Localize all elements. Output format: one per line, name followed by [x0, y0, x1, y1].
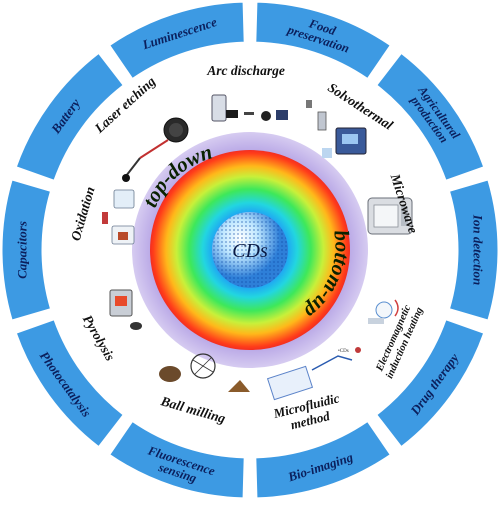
ball-milling-illustration: [159, 353, 250, 392]
application-segment: [376, 319, 485, 448]
solvothermal-illustration: [306, 100, 367, 158]
method-label: Pyrolysis: [80, 312, 118, 363]
laser-etching-illustration: [122, 117, 189, 182]
oxidation-illustration: [102, 189, 135, 245]
microwave-illustration: [367, 197, 413, 235]
electromagnetic-heating-illustration: [355, 299, 399, 353]
arc-discharge-illustration: [211, 94, 288, 122]
application-segment: [255, 1, 391, 80]
method-label: Oxidation: [68, 185, 98, 242]
method-label: Arc discharge: [206, 63, 285, 78]
cd-sphere-texture: [212, 212, 288, 288]
application-segment: [376, 52, 485, 181]
application-label: Capacitors: [15, 221, 30, 279]
application-label-line: Capacitors: [15, 221, 30, 279]
application-segment: [1, 179, 52, 321]
application-label-line: Ion detection: [471, 214, 486, 285]
method-label: Ball milling: [158, 393, 227, 426]
application-segment: [15, 319, 124, 448]
application-segment: [109, 420, 245, 499]
center-label: CDs: [232, 240, 268, 262]
application-segment: [109, 1, 245, 80]
application-label: Ion detection: [471, 214, 486, 285]
application-segment: [255, 420, 391, 499]
pyrolysis-illustration: [109, 289, 142, 330]
application-segment: [15, 52, 124, 181]
svg-text:•CDs: •CDs: [338, 349, 349, 354]
microfluidic-illustration: •CDs: [266, 349, 353, 401]
application-segment: [448, 179, 499, 321]
